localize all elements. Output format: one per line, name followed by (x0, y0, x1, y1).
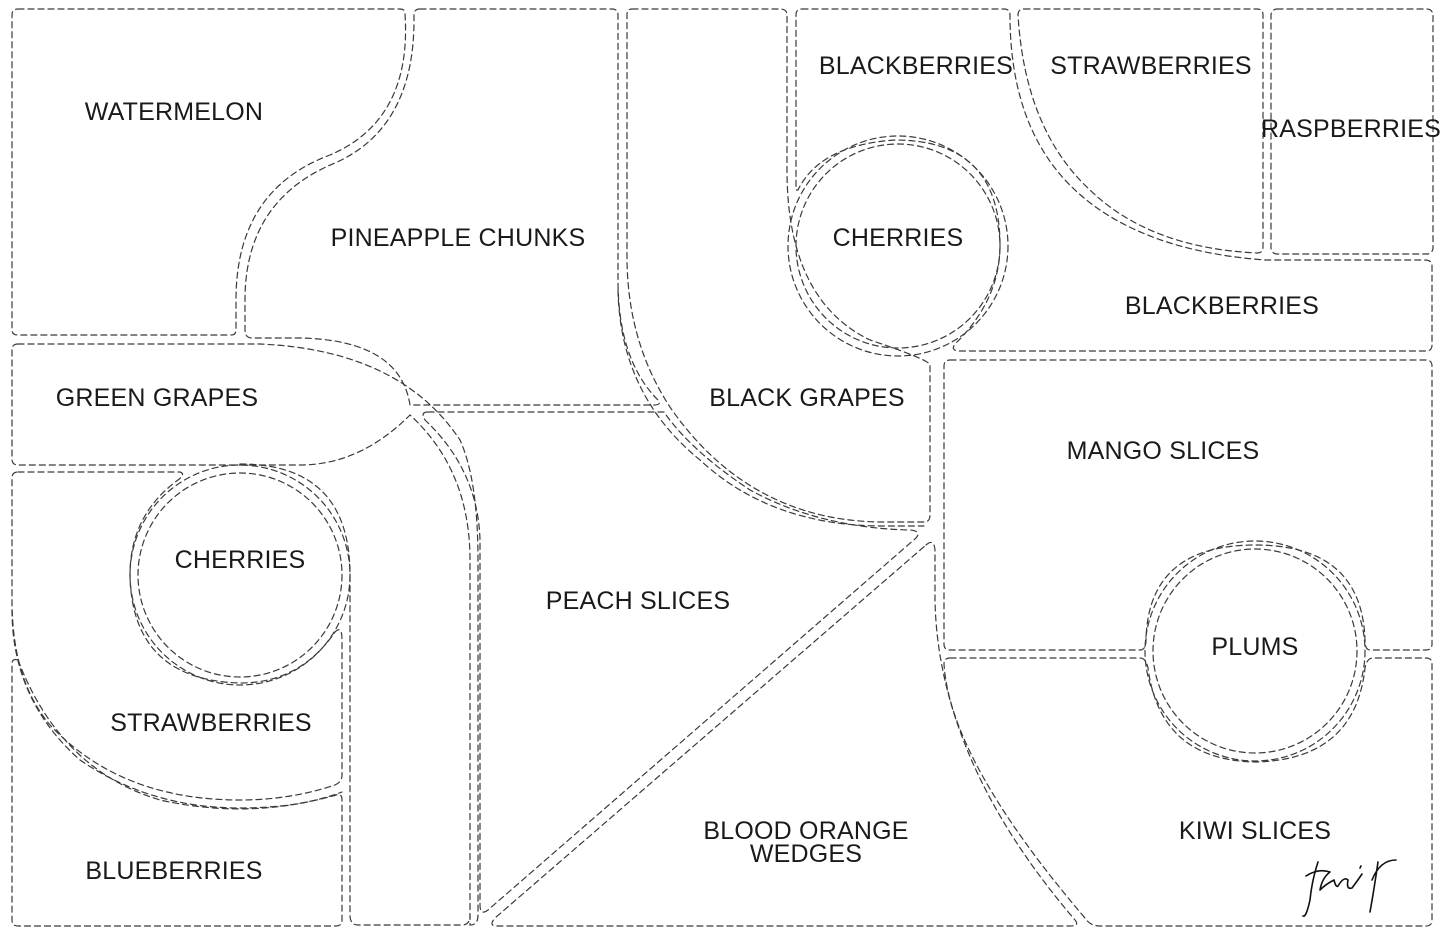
section-blood-orange (491, 541, 1078, 927)
section-cherries-left (129, 464, 351, 686)
label-blackberries-top: BLACKBERRIES (819, 52, 1013, 80)
label-kiwi: KIWI SLICES (1179, 817, 1331, 845)
section-watermelon (11, 8, 407, 336)
label-plums: PLUMS (1211, 633, 1298, 661)
label-pineapple: PINEAPPLE CHUNKS (331, 224, 586, 252)
label-blueberries: BLUEBERRIES (85, 857, 262, 885)
signature-logo (1302, 859, 1397, 917)
label-blood-orange-line2: WEDGES (750, 840, 862, 868)
section-strawberries-top (1017, 8, 1264, 254)
label-watermelon: WATERMELON (85, 98, 263, 126)
section-pineapple (244, 8, 660, 406)
section-cherries-top (787, 135, 1009, 357)
label-cherries-top: CHERRIES (833, 224, 964, 252)
label-cherries-left: CHERRIES (175, 546, 306, 574)
section-plums (1144, 540, 1366, 762)
label-peach: PEACH SLICES (546, 587, 730, 615)
section-peach (422, 411, 919, 913)
label-green-grapes: GREEN GRAPES (56, 384, 258, 412)
section-strawberries-left (11, 463, 471, 926)
section-raspberries (1270, 8, 1434, 255)
label-blood-orange-line1: BLOOD ORANGE (703, 817, 908, 845)
section-blueberries (11, 658, 343, 927)
section-kiwi (943, 657, 1433, 927)
section-mango (943, 359, 1433, 651)
label-strawberries-left: STRAWBERRIES (110, 709, 312, 737)
label-strawberries-top: STRAWBERRIES (1050, 52, 1252, 80)
section-black-grapes (617, 8, 931, 527)
label-blackberries-mid: BLACKBERRIES (1125, 292, 1319, 320)
label-mango: MANGO SLICES (1067, 437, 1260, 465)
label-raspberries: RASPBERRIES (1261, 115, 1441, 143)
section-blackberries-top (795, 8, 1433, 352)
section-green-grapes (11, 343, 479, 926)
label-black-grapes: BLACK GRAPES (709, 384, 905, 412)
